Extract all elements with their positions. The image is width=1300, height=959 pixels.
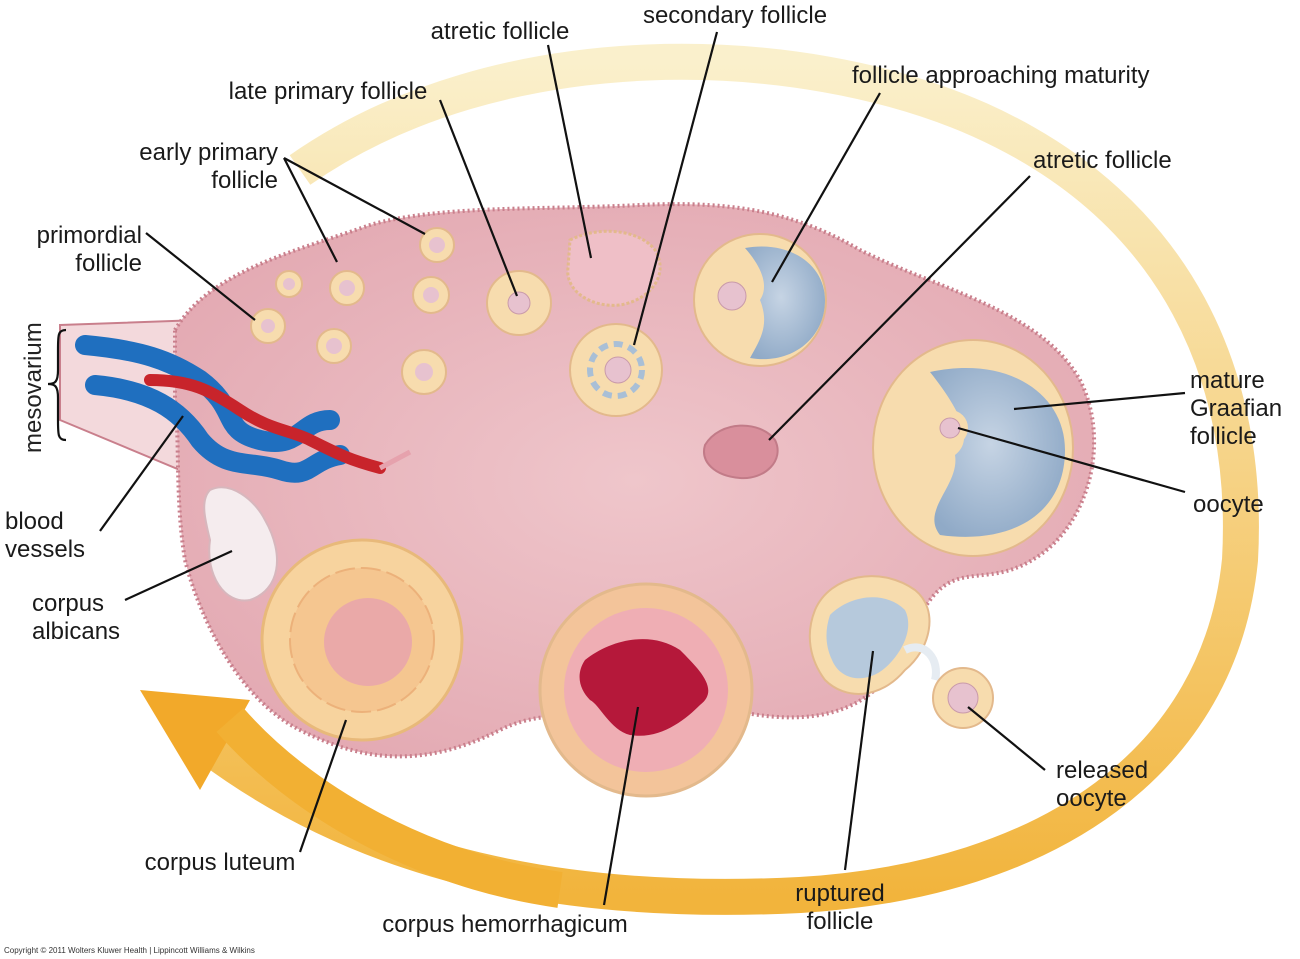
- label-corpus-albicans: corpus albicans: [32, 590, 121, 645]
- artery-tail: [378, 449, 412, 471]
- released-oocyte: [932, 667, 994, 729]
- label-late-primary-follicle: late primary follicle: [228, 78, 428, 105]
- atretic-follicle-right: [703, 424, 779, 480]
- atretic-follicle-top: [566, 229, 662, 307]
- ruptured-follicle: [808, 575, 940, 695]
- label-atretic-follicle-right: atretic follicle: [1033, 147, 1172, 174]
- label-released-oocyte: released oocyte: [1056, 757, 1149, 812]
- label-oocyte: oocyte: [1193, 491, 1264, 518]
- cycle-arrowhead: [140, 690, 250, 790]
- label-primordial-follicle: primordial follicle: [36, 222, 142, 277]
- mature-graafian-follicle: [872, 339, 1074, 557]
- label-early-primary-follicle: early primary follicle: [139, 139, 278, 194]
- label-atretic-follicle-top: atretic follicle: [430, 18, 570, 45]
- label-follicle-approaching-maturity: follicle approaching maturity: [852, 62, 1150, 89]
- secondary-follicle: [569, 323, 663, 417]
- corpus-hemorrhagicum: [538, 582, 754, 798]
- corpus-albicans: [203, 486, 278, 602]
- artery: [144, 374, 386, 474]
- label-corpus-luteum: corpus luteum: [144, 849, 296, 876]
- follicle-approaching-maturity: [693, 233, 827, 367]
- small-follicles: [250, 227, 455, 395]
- cycle-arrow: [140, 43, 1259, 915]
- label-corpus-hemorrhagicum: corpus hemorrhagicum: [382, 911, 628, 938]
- late-primary-follicle: [486, 270, 552, 336]
- label-ruptured-follicle: ruptured follicle: [795, 880, 885, 935]
- copyright-notice: Copyright © 2011 Wolters Kluwer Health |…: [4, 946, 255, 955]
- label-mesovarium: mesovarium: [20, 322, 47, 453]
- corpus-luteum: [260, 538, 464, 742]
- vein-2: [85, 375, 350, 483]
- label-mature-graafian-follicle: mature Graafian follicle: [1190, 367, 1283, 450]
- leader-lines: [47, 31, 1186, 906]
- blood-vessels: [75, 335, 412, 483]
- label-blood-vessels: blood vessels: [5, 508, 86, 563]
- label-secondary-follicle: secondary follicle: [642, 2, 828, 29]
